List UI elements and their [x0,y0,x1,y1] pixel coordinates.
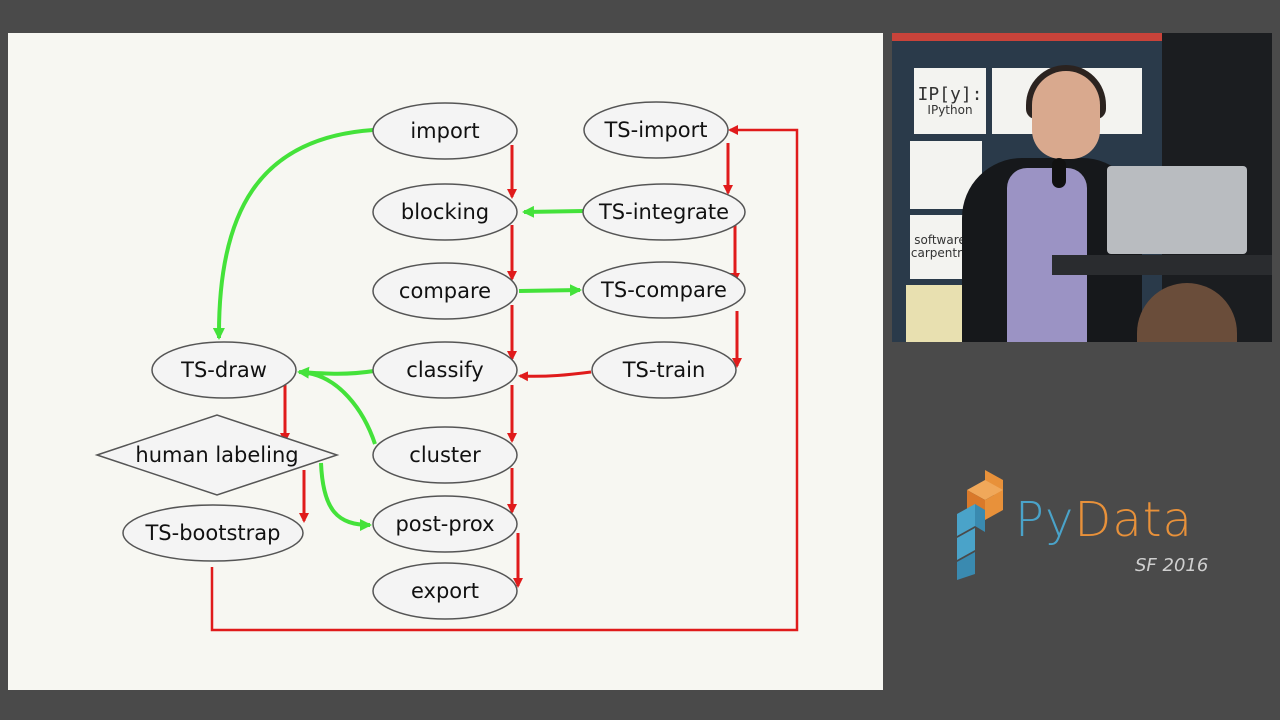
node-ts-draw: TS-draw [151,341,297,399]
node-ts-integrate-label: TS-integrate [598,200,729,224]
node-cluster: cluster [372,426,518,484]
node-ts-compare: TS-compare [582,261,746,319]
pydata-wordmark-data: Data [1074,492,1193,548]
edge-tstrain-classify [518,370,592,382]
node-classify-label: classify [406,358,483,382]
node-ts-train: TS-train [591,341,737,399]
node-compare: compare [372,262,518,320]
node-ts-import: TS-import [583,101,729,159]
node-post-prox: post-prox [372,495,518,553]
pydata-cube-icon [957,470,1003,580]
node-ts-draw-label: TS-draw [180,358,267,382]
backdrop-stripe [892,33,1162,41]
pydata-logo: PyData SF 2016 [955,468,1225,583]
node-export-label: export [411,579,479,603]
pydata-wordmark: PyData [1015,496,1193,544]
node-import-label: import [410,119,479,143]
node-import: import [372,102,518,160]
node-export: export [372,562,518,620]
node-blocking-label: blocking [401,200,489,224]
node-classify: classify [372,341,518,399]
edge-humanlabeling-postprox [319,462,372,531]
node-ts-integrate: TS-integrate [582,183,746,241]
node-blocking: blocking [372,183,518,241]
workflow-diagram: import blocking compare classify cluster… [94,101,799,632]
node-ts-bootstrap: TS-bootstrap [122,504,304,562]
node-ts-bootstrap-label: TS-bootstrap [144,521,280,545]
node-compare-label: compare [399,279,491,303]
node-human-labeling-label: human labeling [135,443,298,467]
side-flow-edges [212,128,585,531]
edge-compare-tscompare [518,284,582,297]
node-human-labeling: human labeling [94,414,340,496]
pydata-wordmark-py: Py [1015,492,1075,548]
software-carpentry-logo: software carpentry [910,215,970,279]
main-flow-edges [210,125,799,632]
podium [1052,255,1272,275]
laptop [1107,166,1247,254]
ipython-logo-text: IP[y]: [917,83,983,105]
node-cluster-label: cluster [409,443,481,467]
node-post-prox-label: post-prox [395,512,494,536]
software-carpentry-text: software carpentry [910,232,970,260]
presentation-slide: import blocking compare classify cluster… [8,33,883,690]
edge-cluster-tsdraw [307,371,377,445]
edge-import-tsdraw [212,128,374,340]
ipython-name-text: IPython [927,103,973,118]
speaker-head [1032,71,1100,159]
edge-classify-tsdraw [297,366,375,379]
edge-tsintegrate-blocking [522,205,585,218]
node-ts-compare-label: TS-compare [600,278,727,302]
edge-tsbootstrap-tsimport-loop [210,125,799,632]
ipython-logo: IP[y]: IPython [914,68,986,134]
speaker-video-feed: IP[y]: IPython software carpentry [892,33,1272,342]
event-edition: SF 2016 [1135,555,1209,576]
microphone [1052,158,1066,188]
node-ts-train-label: TS-train [622,358,706,382]
node-ts-import-label: TS-import [603,118,707,142]
